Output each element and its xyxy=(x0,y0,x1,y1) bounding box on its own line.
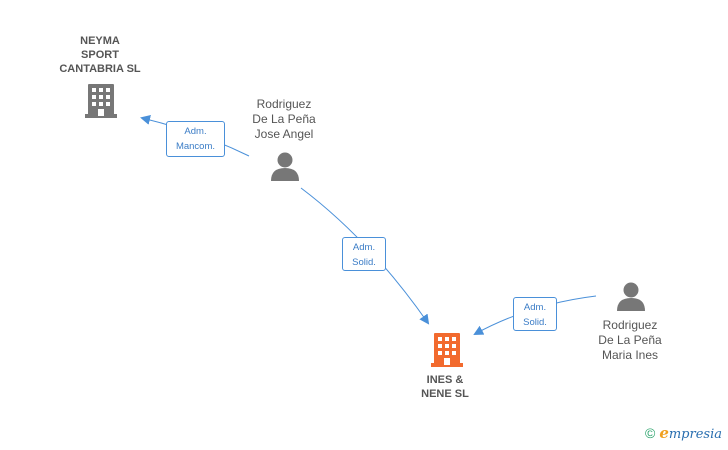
building-icon[interactable] xyxy=(85,84,117,118)
person-label-maria[interactable]: Rodriguez De La Peña Maria Ines xyxy=(598,318,662,362)
edge-label-adm-solid-jose: Adm. Solid. xyxy=(342,237,386,271)
edge-label-adm-solid-maria: Adm. Solid. xyxy=(513,297,557,331)
brand-e-letter: e xyxy=(659,424,669,442)
company-label-neyma[interactable]: NEYMA SPORT CANTABRIA SL xyxy=(59,35,141,75)
copyright-symbol: © xyxy=(644,425,656,441)
company-label-ines[interactable]: INES & NENE SL xyxy=(421,374,469,400)
edge-label-adm-mancom: Adm. Mancom. xyxy=(166,121,225,157)
brand-logo: © empresia xyxy=(645,424,722,442)
building-icon[interactable] xyxy=(431,333,463,367)
person-icon[interactable] xyxy=(617,282,645,312)
brand-name: mpresia xyxy=(668,427,722,442)
person-icon[interactable] xyxy=(271,152,299,182)
person-label-jose[interactable]: Rodriguez De La Peña Jose Angel xyxy=(252,97,316,141)
